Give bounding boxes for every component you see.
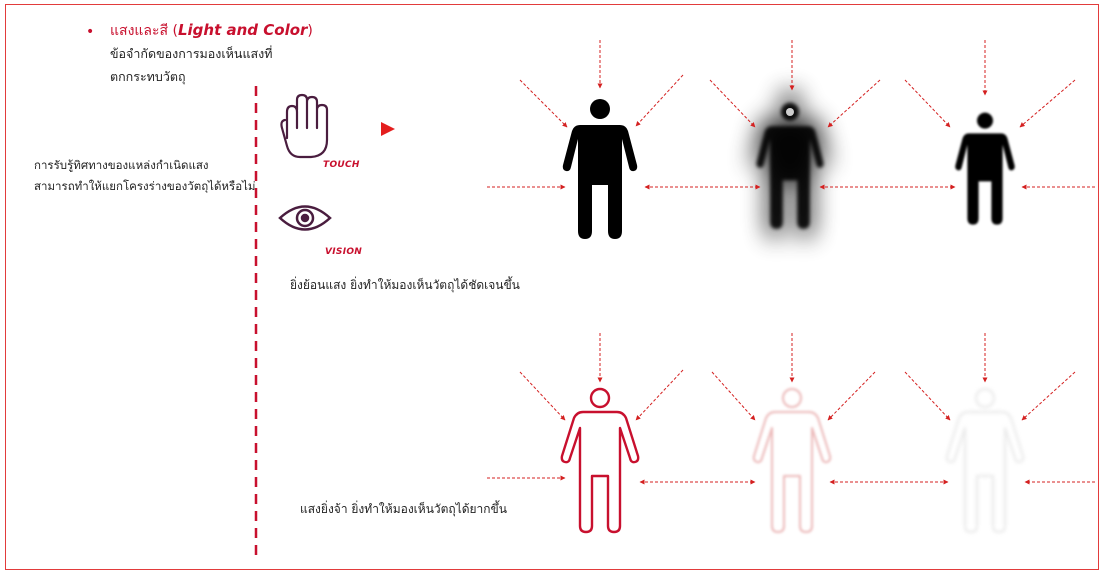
figure-solid-sharp <box>563 99 637 239</box>
figure-outline-strong <box>562 389 638 532</box>
figure-solid-light-blur <box>955 113 1015 225</box>
eye-icon <box>280 207 330 230</box>
hand-icon <box>281 95 327 157</box>
figure-outline-faded <box>754 389 830 532</box>
play-arrow-icon <box>381 122 395 136</box>
figure-solid-halo <box>751 91 829 238</box>
figure-outline-very-faded <box>947 389 1023 532</box>
